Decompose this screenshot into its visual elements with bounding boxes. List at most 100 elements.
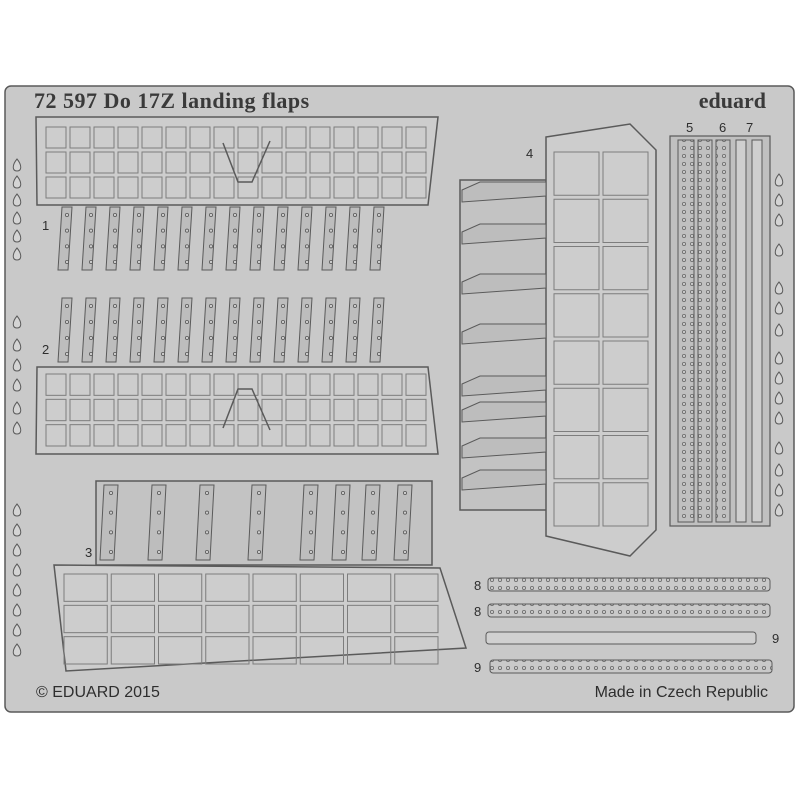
part-number-1: 1 [42,218,50,233]
sprue-tab [12,421,22,435]
flap-cell [347,604,392,634]
flap-cell [309,373,331,396]
sprue-tab [12,603,22,617]
rib [225,206,241,271]
flap-cell [261,151,283,174]
rivet-hole [402,510,407,515]
rivet-hole [352,319,357,324]
rib [393,484,413,561]
rivet-hole [328,303,333,308]
flap-cell [63,636,108,665]
part-number-8a: 8 [474,578,482,593]
flap-cell [165,373,187,396]
flap-cell [553,482,600,527]
rivet-hole [113,351,118,356]
rib [57,297,73,363]
rivet-hole [352,244,357,249]
rivet-hole [184,244,189,249]
flap-cell [333,126,355,149]
flap-cell [165,151,187,174]
rivet-hole [160,212,165,217]
rivet-hole [156,490,161,495]
rivet-hole [256,259,261,264]
flap-cell [602,151,649,196]
rivet-hole [113,244,118,249]
flap-cell [602,293,649,338]
flap-cell [381,373,403,396]
flap-cell [165,398,187,422]
flap-cell [141,176,163,199]
rivet-hole [370,550,375,555]
flap-cell [261,373,283,396]
rivet-hole [136,319,141,324]
sprue-tab [774,351,784,365]
flap-cell [285,398,307,422]
rivet-hole [256,510,261,515]
flap-cell [117,373,139,396]
rivet-hole [208,212,213,217]
rivet-hole [308,550,313,555]
rivet-hole [370,530,375,535]
flap-cell [309,398,331,422]
flap-cell [117,424,139,447]
rivet-hole [109,550,114,555]
rivet-hole [160,244,165,249]
rib [153,206,169,271]
sprue-tab [774,301,784,315]
part-1-flap [35,116,439,271]
rivet-hole [304,351,309,356]
flap-cell [309,151,331,174]
rib [201,206,217,271]
rivet-hole [232,212,237,217]
sprue-tab [774,371,784,385]
flap-cell [299,573,344,602]
rivet-hole [376,351,381,356]
rivet-hole [304,228,309,233]
rib [81,206,97,271]
flap-cell [285,151,307,174]
rivet-hole [402,530,407,535]
rivet-hole [184,212,189,217]
flap-cell [117,151,139,174]
flap-cell [381,424,403,447]
part-4-flap [459,123,657,557]
rib [225,297,241,363]
flap-cell [381,398,403,422]
sprue-tab [12,378,22,392]
sprue-tab [774,441,784,455]
rib [461,273,547,295]
sprue-tab [12,543,22,557]
rivet-hole [204,530,209,535]
rivet-hole [280,212,285,217]
rivet-hole [232,244,237,249]
flap-cell [205,636,250,665]
flap-cell [357,176,379,199]
rivet-hole [304,259,309,264]
sprue-tab [12,563,22,577]
rib [345,206,361,271]
rivet-hole [65,319,70,324]
flap-cell [69,126,91,149]
rivet-hole [376,228,381,233]
sprue-tab [12,315,22,329]
rib [369,206,385,271]
flap-cell [394,636,439,665]
sprue-tab [774,483,784,497]
rivet-hole [89,351,94,356]
rivet-hole [280,259,285,264]
part-1-rib-grid [45,126,427,199]
flap-cell [333,176,355,199]
rivet-hole [160,228,165,233]
part-number-9a: 9 [772,631,780,646]
flap-cell [213,398,235,422]
part-number-8b: 8 [474,604,482,619]
sprue-tab [12,158,22,172]
rivet-hole [204,510,209,515]
rivet-hole [89,303,94,308]
flap-cell [299,604,344,634]
flap-cell [405,151,427,174]
rivet-hole [208,303,213,308]
flap-cell [405,126,427,149]
rivet-hole [208,259,213,264]
rivet-hole [256,550,261,555]
